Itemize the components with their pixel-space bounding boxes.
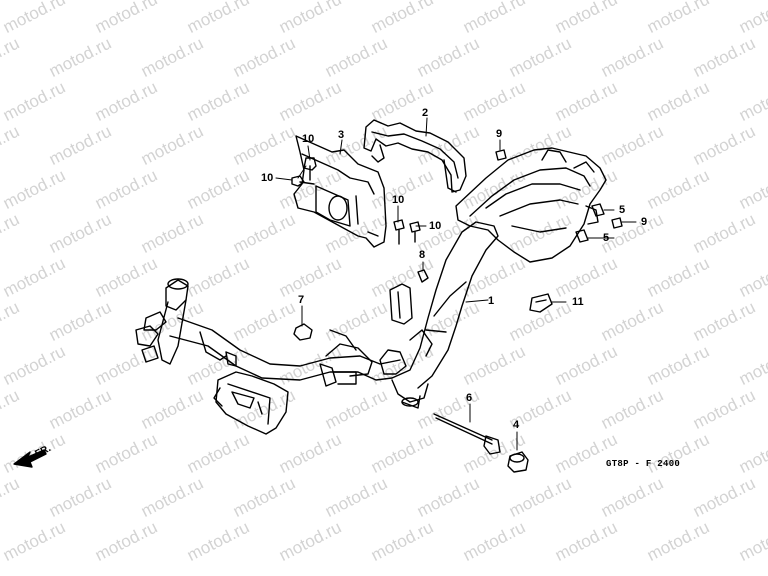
callout-10-top: 10 <box>302 133 315 145</box>
front-arrow <box>13 449 47 468</box>
part-4-grommet <box>507 451 529 473</box>
callout-7: 7 <box>298 294 305 306</box>
callout-9-top: 9 <box>496 128 503 140</box>
callout-4: 4 <box>513 419 520 431</box>
part-8-bracket <box>389 269 429 325</box>
part-7-nut <box>293 323 313 341</box>
part-9-nut <box>495 149 507 161</box>
callout-5-lower: 5 <box>603 232 610 244</box>
callout-6: 6 <box>466 392 473 404</box>
callout-8: 8 <box>419 249 426 261</box>
part-5-collars <box>575 203 623 243</box>
callout-10-left: 10 <box>261 172 274 184</box>
callout-5-upper: 5 <box>619 204 626 216</box>
part-2-bracket <box>363 119 467 193</box>
part-1-frame <box>135 147 607 435</box>
part-6-bolt <box>433 413 501 455</box>
callout-2: 2 <box>422 107 429 119</box>
callout-10-right: 10 <box>429 220 442 232</box>
part-10-bolts-middle <box>393 219 421 245</box>
callout-9-right: 9 <box>641 216 648 228</box>
callout-11: 11 <box>572 296 584 308</box>
callout-3: 3 <box>338 129 345 141</box>
callout-10-middle: 10 <box>392 194 405 206</box>
callout-1: 1 <box>488 295 495 307</box>
part-10-bolts-cover <box>291 157 317 187</box>
diagram-code: GT8P - F 2400 <box>606 459 681 469</box>
part-11-clip <box>529 293 553 313</box>
leader-lines <box>275 117 637 451</box>
